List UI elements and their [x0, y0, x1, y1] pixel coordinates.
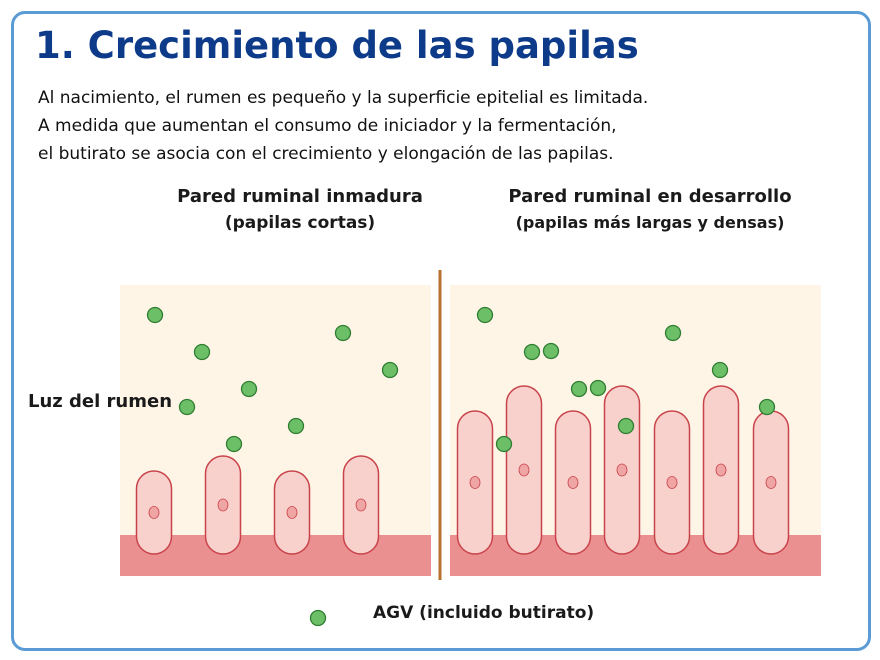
vfa-molecule-icon — [240, 380, 258, 398]
developing-wall-title: Pared ruminal en desarrollo — [508, 186, 792, 207]
papilla-cell — [567, 476, 579, 489]
papilla-cell — [217, 498, 229, 512]
papilla — [752, 410, 790, 555]
papilla-cell — [616, 463, 628, 477]
papilla — [456, 410, 494, 555]
papilla-cell — [715, 463, 727, 477]
papilla — [273, 470, 311, 555]
intro-line-1: Al nacimiento, el rumen es pequeño y la … — [38, 88, 649, 108]
vfa-molecule-icon — [617, 417, 635, 435]
vfa-molecule-icon — [381, 361, 399, 379]
papilla — [342, 455, 380, 555]
papilla-cell — [286, 506, 298, 519]
vfa-molecule-icon — [476, 306, 494, 324]
papilla — [135, 470, 173, 555]
vfa-molecule-icon — [225, 435, 243, 453]
vfa-molecule-icon — [711, 361, 729, 379]
vfa-molecule-icon — [178, 398, 196, 416]
papilla — [702, 385, 740, 555]
immature-wall-title: Pared ruminal inmadura — [177, 186, 423, 207]
intro-text: Al nacimiento, el rumen es pequeño y la … — [38, 84, 648, 168]
immature-wall-heading: Pared ruminal inmadura (papilas cortas) — [120, 184, 480, 236]
vfa-molecule-icon — [570, 380, 588, 398]
papilla-cell — [469, 476, 481, 489]
papilla-cell — [148, 506, 160, 519]
papilla — [204, 455, 242, 555]
developing-wall-subtitle: (papilas más largas y densas) — [515, 213, 785, 232]
vfa-molecule-icon — [193, 343, 211, 361]
papilla — [554, 410, 592, 555]
papilla-cell — [666, 476, 678, 489]
intro-line-3: el butirato se asocia con el crecimiento… — [38, 144, 614, 164]
developing-wall-panel — [450, 285, 821, 576]
legend-label: AGV (incluido butirato) — [373, 603, 595, 623]
slide-title: 1. Crecimiento de las papilas — [35, 24, 639, 67]
rumen-lumen-label: Luz del rumen — [28, 391, 173, 412]
vfa-molecule-icon — [589, 379, 607, 397]
legend-vfa-icon — [309, 609, 327, 627]
vfa-molecule-icon — [542, 342, 560, 360]
vfa-molecule-icon — [664, 324, 682, 342]
papilla — [603, 385, 641, 555]
vfa-molecule-icon — [523, 343, 541, 361]
papilla-cell — [355, 498, 367, 512]
papilla-cell — [518, 463, 530, 477]
papilla-cell — [765, 476, 777, 489]
vfa-molecule-icon — [146, 306, 164, 324]
vfa-molecule-icon — [495, 435, 513, 453]
intro-line-2: A medida que aumentan el consumo de inic… — [38, 116, 617, 136]
immature-wall-panel — [120, 285, 431, 576]
papilla — [505, 385, 543, 555]
vfa-molecule-icon — [334, 324, 352, 342]
papilla — [653, 410, 691, 555]
immature-wall-subtitle: (papilas cortas) — [224, 213, 376, 233]
vfa-molecule-icon — [287, 417, 305, 435]
vfa-molecule-icon — [758, 398, 776, 416]
developing-wall-heading: Pared ruminal en desarrollo (papilas más… — [450, 184, 850, 236]
